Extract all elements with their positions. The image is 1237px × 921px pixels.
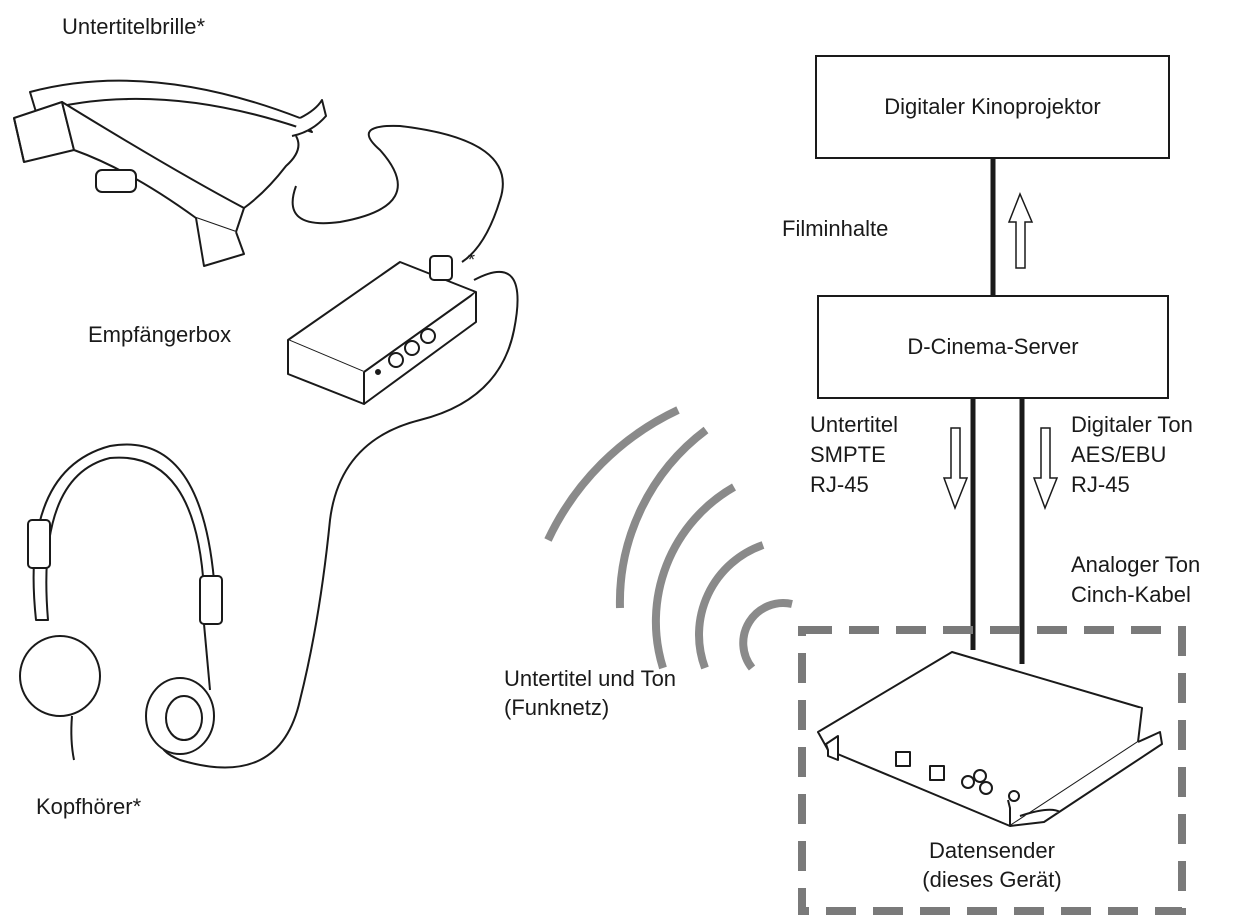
flow-arrows — [942, 192, 1059, 511]
receiver-box-icon — [287, 255, 477, 405]
glasses-cable — [291, 124, 504, 263]
transmitter-device-icon — [817, 651, 1163, 827]
content-arrow-up — [1007, 192, 1034, 269]
digital-audio-label: Digitaler Ton AES/EBU RJ-45 — [1071, 410, 1193, 500]
digital-audio-line1: Digitaler Ton — [1071, 412, 1193, 437]
analog-audio-line2: Cinch-Kabel — [1071, 582, 1191, 607]
content-label: Filminhalte — [782, 216, 889, 241]
smart-glasses-icon — [13, 79, 327, 267]
transmitter-label: Datensender (dieses Gerät) — [892, 836, 1092, 894]
headphones-icon — [19, 443, 223, 761]
subtitle-arrow-down — [942, 427, 969, 511]
subtitle-signal-line3: RJ-45 — [810, 472, 869, 497]
analog-audio-label: Analoger Ton Cinch-Kabel — [1071, 550, 1200, 610]
transmitter-label-line1: Datensender — [929, 838, 1055, 863]
analog-audio-line1: Analoger Ton — [1071, 552, 1201, 577]
glasses-label: Untertitelbrille* — [62, 14, 206, 39]
projector-box: Digitaler Kinoprojektor — [815, 55, 1170, 159]
server-box: D-Cinema-Server — [817, 295, 1169, 399]
wireless-label-line1: Untertitel und Ton — [504, 666, 677, 691]
digital-audio-line3: RJ-45 — [1071, 472, 1130, 497]
receiver-label: Empfängerbox — [88, 322, 232, 347]
receiver-mark: * — [468, 250, 476, 270]
wireless-label: Untertitel und Ton (Funknetz) — [504, 664, 676, 722]
wireless-waves-icon — [544, 406, 793, 671]
wireless-label-line2: (Funknetz) — [504, 695, 610, 720]
transmitter-label-line2: (dieses Gerät) — [922, 867, 1062, 892]
headphones-label: Kopfhörer* — [36, 794, 142, 819]
subtitle-signal-label: Untertitel SMPTE RJ-45 — [810, 410, 898, 500]
headphone-cable — [158, 270, 519, 769]
digital-audio-line2: AES/EBU — [1071, 442, 1167, 467]
projector-label: Digitaler Kinoprojektor — [884, 94, 1101, 119]
transmitter-dashed-frame — [798, 626, 1186, 915]
audio-arrow-down — [1032, 427, 1059, 511]
cinema-cables — [970, 158, 1025, 664]
subtitle-signal-line1: Untertitel — [810, 412, 899, 437]
server-label: D-Cinema-Server — [907, 334, 1079, 359]
subtitle-signal-line2: SMPTE — [810, 442, 886, 467]
